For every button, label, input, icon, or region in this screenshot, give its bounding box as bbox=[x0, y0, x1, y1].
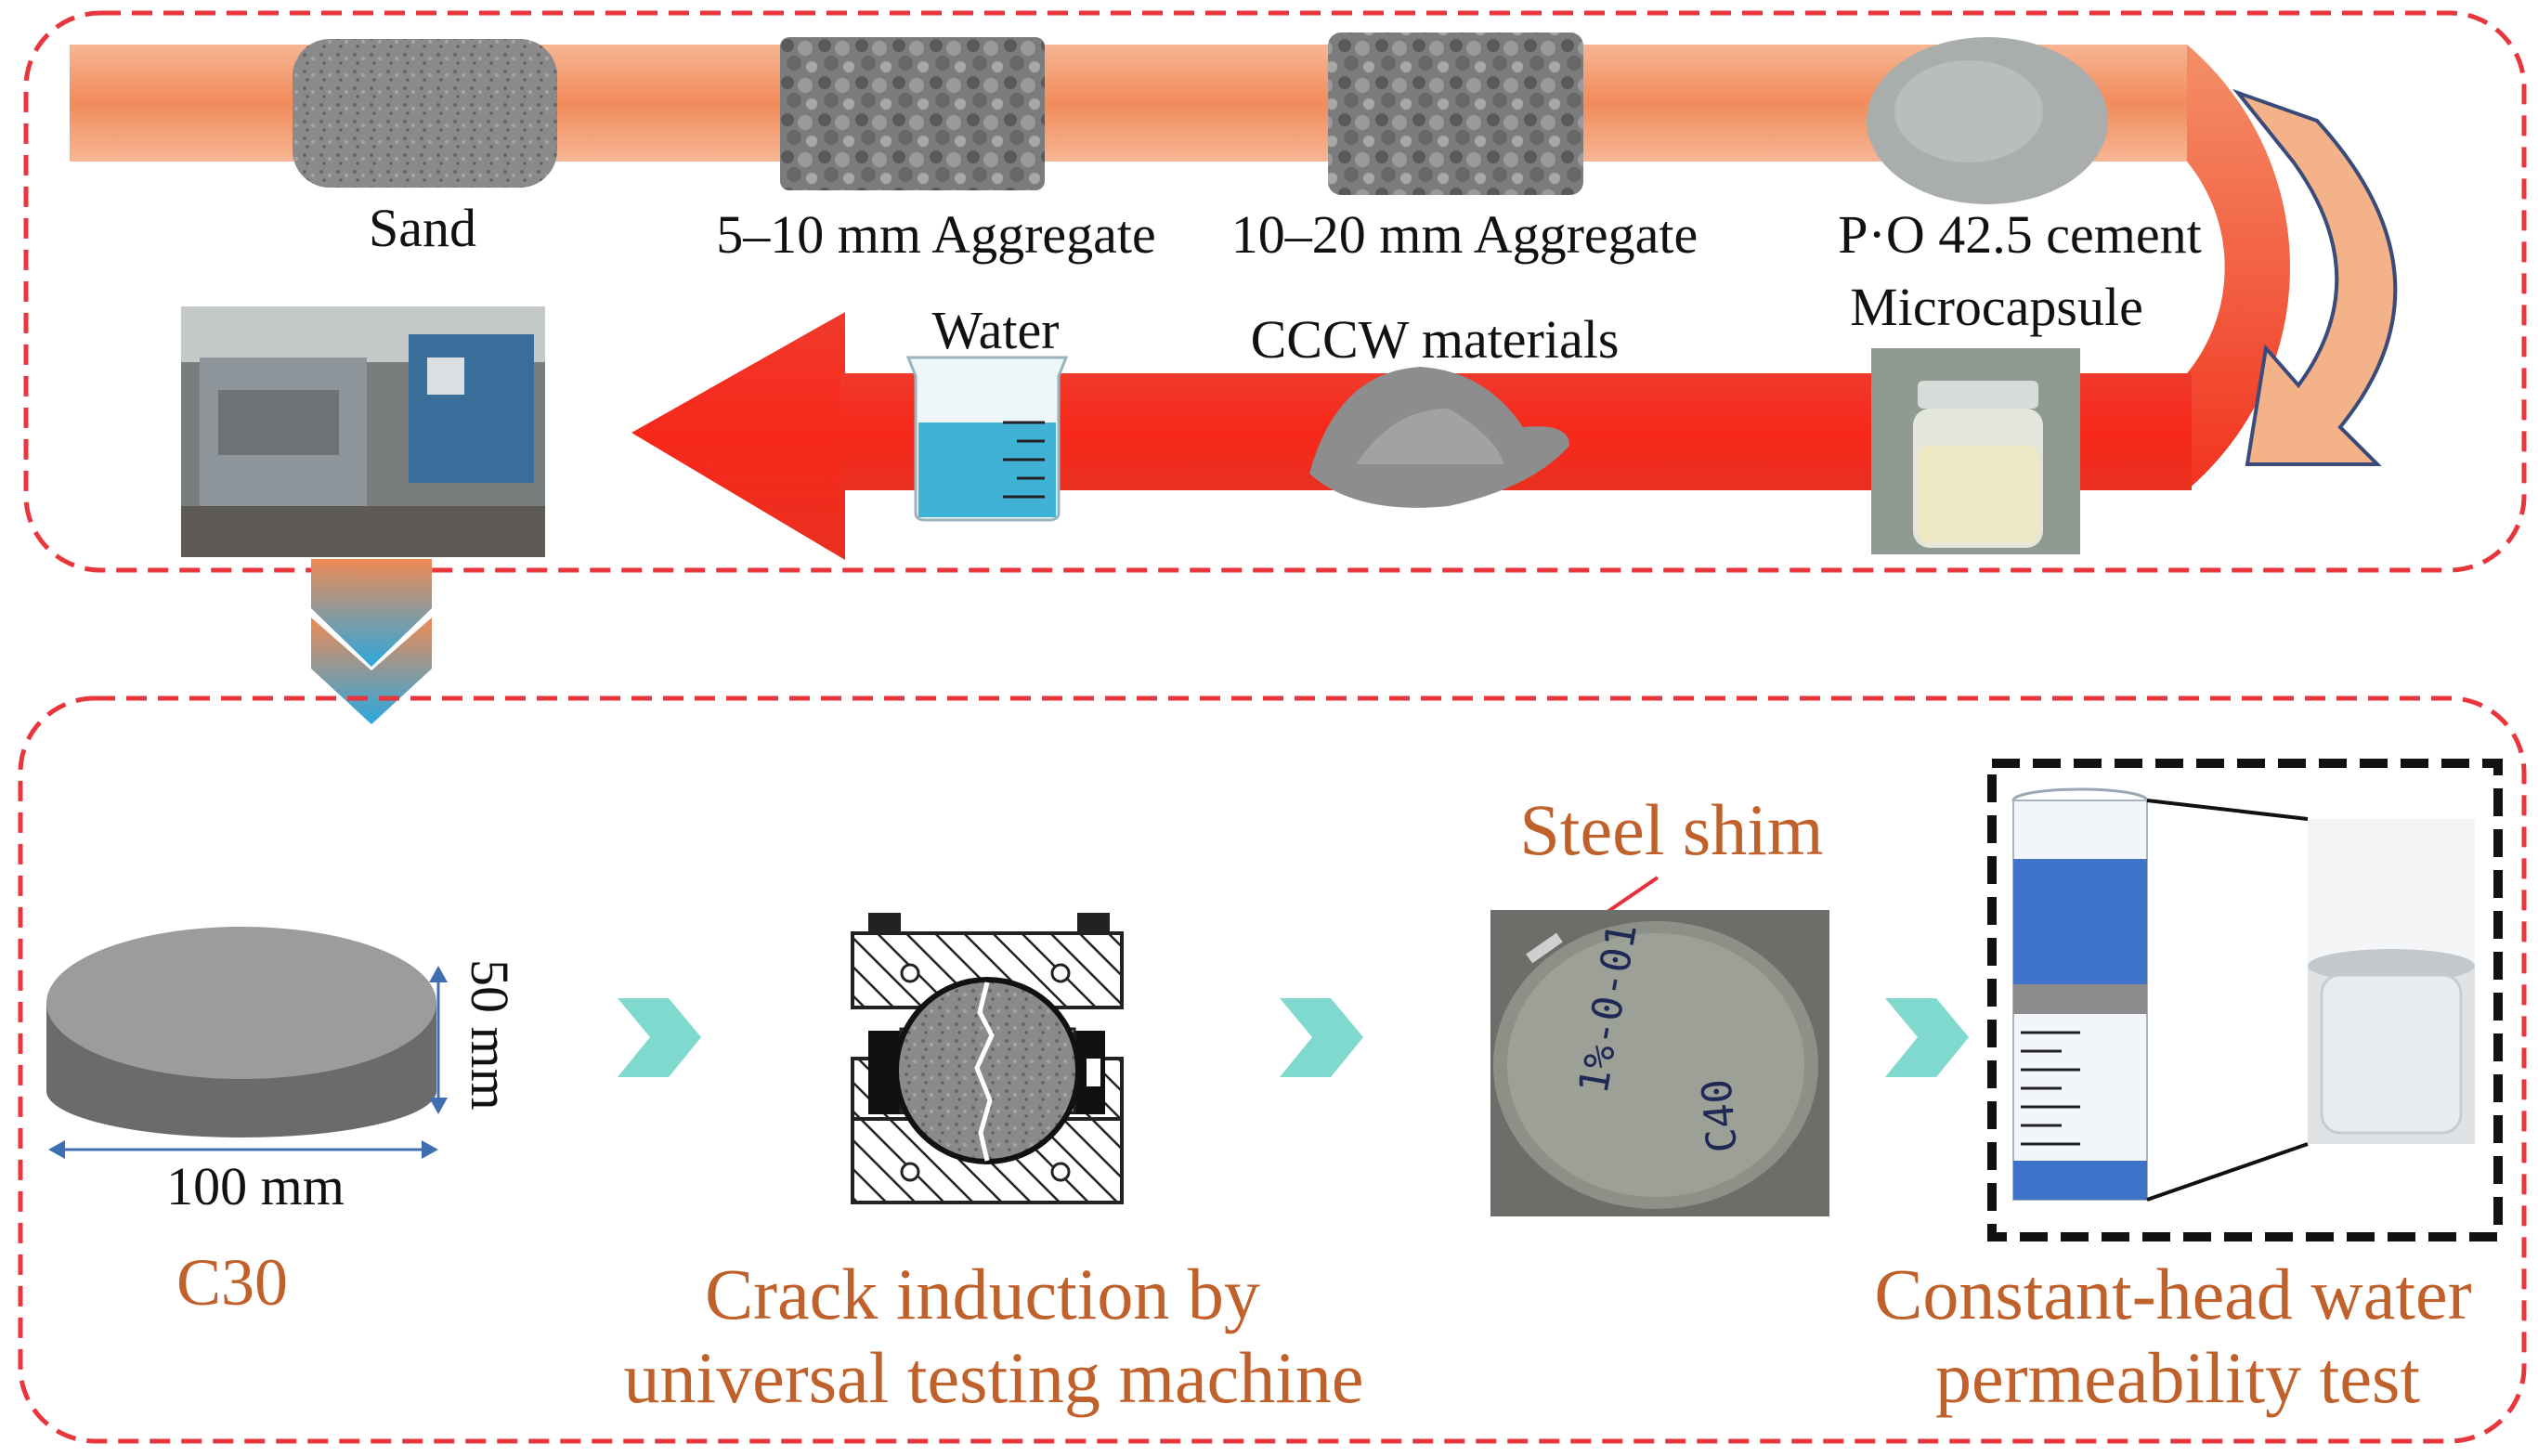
cement-label: P·O 42.5 cement bbox=[1838, 204, 2201, 265]
cccw-label: CCCW materials bbox=[1251, 309, 1620, 370]
water-beaker-icon bbox=[905, 356, 1069, 522]
steel-shim-label: Steel shim bbox=[1519, 789, 1823, 870]
height-dimension-arrow bbox=[429, 966, 448, 1114]
crack-induction-label-line2: universal testing machine bbox=[623, 1337, 1363, 1418]
specimen-mark-2: C40 bbox=[1693, 1077, 1747, 1155]
cement-image bbox=[1867, 37, 2108, 204]
sand-label: Sand bbox=[369, 198, 476, 258]
mixer-machine-image bbox=[181, 306, 545, 557]
zoom-line bbox=[2146, 1142, 2309, 1202]
specimen-grade-label: C30 bbox=[176, 1245, 288, 1320]
right-chevron-icon bbox=[618, 998, 701, 1077]
bend-return-arrow-icon bbox=[2232, 88, 2398, 466]
height-label: 50 mm bbox=[460, 959, 520, 1111]
permeability-frame bbox=[1987, 759, 2503, 1242]
concrete-specimen-cylinder bbox=[46, 927, 436, 1138]
cracked-specimen-photo: 1%-0-01 C40 bbox=[1490, 910, 1829, 1216]
small-aggregate-image bbox=[780, 37, 1045, 190]
microcapsule-jar-image bbox=[1871, 348, 2080, 554]
bottom-panel-border bbox=[18, 696, 2527, 1444]
large-aggregate-image bbox=[1328, 32, 1583, 195]
permeameter-column bbox=[2011, 787, 2149, 1201]
diameter-dimension-arrow bbox=[48, 1140, 438, 1159]
down-chevron-icon bbox=[311, 559, 432, 724]
splitting-clamp-diagram bbox=[851, 913, 1124, 1204]
cccw-powder-image bbox=[1309, 367, 1569, 508]
permeability-label-line1: Constant-head water bbox=[1874, 1254, 2471, 1334]
permeability-apparatus-photo bbox=[2308, 819, 2475, 1144]
sand-image bbox=[293, 39, 557, 188]
right-chevron-icon bbox=[1885, 998, 1969, 1077]
small-aggregate-label: 5–10 mm Aggregate bbox=[716, 204, 1156, 265]
zoom-line bbox=[2146, 799, 2309, 821]
permeability-label-line2: permeability test bbox=[1935, 1337, 2420, 1418]
right-chevron-icon bbox=[1280, 998, 1363, 1077]
diameter-label: 100 mm bbox=[166, 1156, 345, 1216]
crack-induction-label-line1: Crack induction by bbox=[705, 1254, 1260, 1334]
water-label: Water bbox=[931, 300, 1059, 360]
microcapsule-label: Microcapsule bbox=[1850, 277, 2143, 337]
top-panel-border bbox=[23, 10, 2527, 573]
large-aggregate-label: 10–20 mm Aggregate bbox=[1231, 204, 1699, 265]
